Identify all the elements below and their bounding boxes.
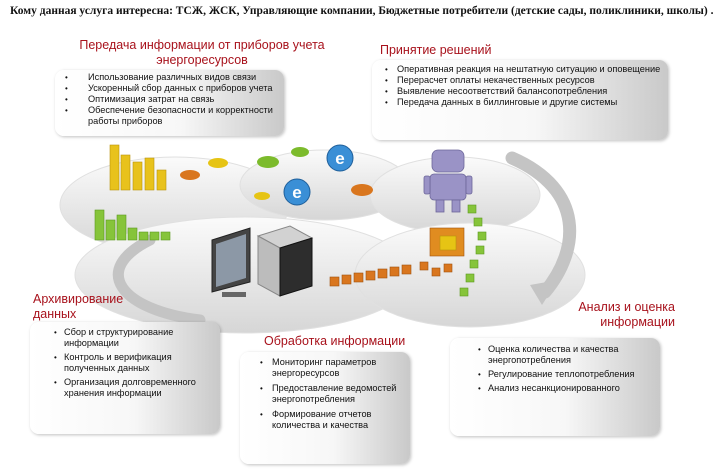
list-item: •Организация долговременного хранения ин…: [54, 377, 196, 398]
svg-text:e: e: [292, 183, 301, 202]
list-item: •Ускоренный сбор данных с приборов учета: [65, 83, 273, 93]
list-item: •Перерасчет оплаты некачественных ресурс…: [385, 75, 595, 85]
monitor-icon: [211, 227, 251, 297]
dot-orange-2: [351, 184, 373, 196]
svg-text:e: e: [335, 149, 344, 168]
computer-case-icon: [256, 225, 314, 297]
list-item: •Передача данных в биллинговые и другие …: [385, 97, 618, 107]
curve-arrow-right: [505, 151, 577, 299]
list-item: •Мониторинг параметров энергоресурсов: [260, 357, 377, 378]
curve-arrow-left: [113, 234, 206, 326]
list-item: •Оперативная реакция на нештатную ситуац…: [385, 64, 661, 74]
list-item: •Контроль и верификация полученных данны…: [54, 352, 172, 373]
transmission-box: •Использование различных видов связи •Ус…: [55, 70, 284, 136]
list-item: •Оценка количества и качества энергопотр…: [478, 344, 619, 365]
transmission-title: Передача информации от приборов учета эн…: [79, 38, 325, 67]
decisions-title: Принятие решений: [380, 43, 492, 57]
orange-blocks: [329, 264, 412, 287]
list-item: •Предоставление ведомостей энергопотребл…: [260, 383, 397, 404]
intro-text: Кому данная услуга интересна: ТСЖ, ЖСК, …: [10, 5, 714, 17]
analysis-blocks: [419, 204, 487, 297]
list-item: •Анализ несанкционированного: [478, 383, 620, 393]
dot-yellow-2: [254, 192, 270, 200]
list-item: •Сбор и структурирование информации: [54, 327, 174, 348]
dot-yellow: [208, 158, 228, 168]
dot-orange: [180, 170, 200, 180]
list-item: •Обеспечение безопасности и корректности…: [65, 105, 273, 126]
robot-icon: [423, 149, 473, 213]
globe-icon-2: e: [283, 178, 311, 206]
dot-green-2: [291, 147, 309, 157]
processing-box: •Мониторинг параметров энергоресурсов •П…: [240, 352, 410, 464]
analysis-title: Анализ и оценка информации: [578, 300, 675, 329]
arrow-head-right: [530, 280, 558, 305]
list-item: •Оптимизация затрат на связь: [65, 94, 215, 104]
decisions-box: •Оперативная реакция на нештатную ситуац…: [372, 60, 668, 140]
archiving-title: Архивирование данных: [33, 292, 124, 321]
list-item: •Выявление несоответствий балансопотребл…: [385, 86, 608, 96]
list-item: •Использование различных видов связи: [65, 72, 257, 82]
list-item: •Формирование отчетов количества и качес…: [260, 409, 372, 430]
analysis-box: •Оценка количества и качества энергопотр…: [450, 338, 660, 436]
green-bars: [94, 209, 171, 241]
dot-green: [257, 156, 279, 168]
list-item: •Регулирование теплопотребления: [478, 369, 635, 379]
globe-icon: e: [326, 144, 354, 172]
processing-title: Обработка информации: [264, 334, 406, 348]
archiving-box: •Сбор и структурирование информации •Кон…: [30, 322, 220, 434]
yellow-bars: [109, 144, 167, 191]
